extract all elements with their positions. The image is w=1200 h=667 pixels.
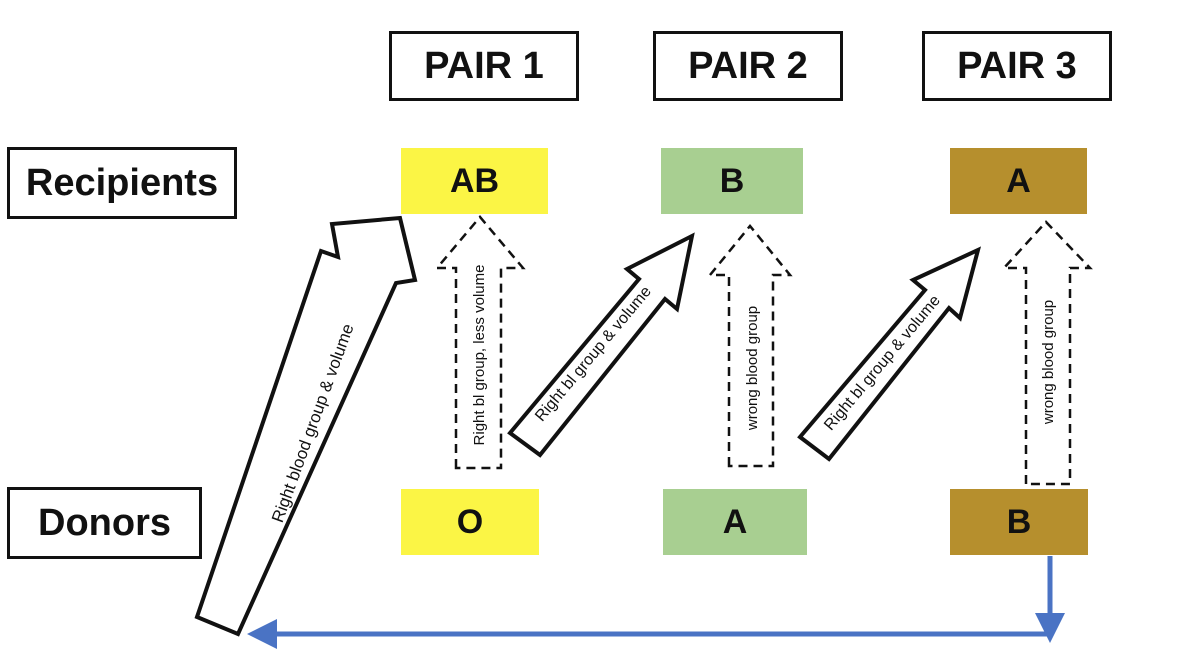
pair-2-dashed-arrow: wrong blood group	[707, 224, 793, 468]
donor-pair-2: A	[663, 489, 807, 555]
big-cross-arrow: Right blood group & volume	[194, 215, 418, 637]
donor-pair-3: B	[950, 489, 1088, 555]
recipient-pair-1: AB	[401, 148, 548, 214]
pair-2-header: PAIR 2	[653, 31, 843, 101]
pair-3-dashed-label: wrong blood group	[1040, 300, 1057, 425]
pair-1-header: PAIR 1	[389, 31, 579, 101]
recipient-pair-2: B	[661, 148, 803, 214]
loop-arrow	[247, 556, 1065, 649]
pair-3-dashed-arrow: wrong blood group	[1001, 220, 1093, 486]
cross-arrow-2-3-label: Right bl group & volume	[821, 292, 944, 434]
pair-1-dashed-label: Right bl group, less volume	[471, 265, 488, 446]
donor-pair-1: O	[401, 489, 539, 555]
pair-2-dashed-label: wrong blood group	[744, 306, 761, 431]
pair-3-header: PAIR 3	[922, 31, 1112, 101]
pair-1-dashed-arrow: Right bl group, less volume	[434, 215, 526, 470]
cross-arrow-2-3: Right bl group & volume	[797, 246, 982, 462]
cross-arrow-1-2: Right bl group & volume	[507, 232, 695, 458]
cross-arrow-1-2-label: Right bl group & volume	[532, 283, 655, 425]
recipient-pair-3: A	[950, 148, 1087, 214]
recipients-label: Recipients	[7, 147, 237, 219]
donors-label: Donors	[7, 487, 202, 559]
